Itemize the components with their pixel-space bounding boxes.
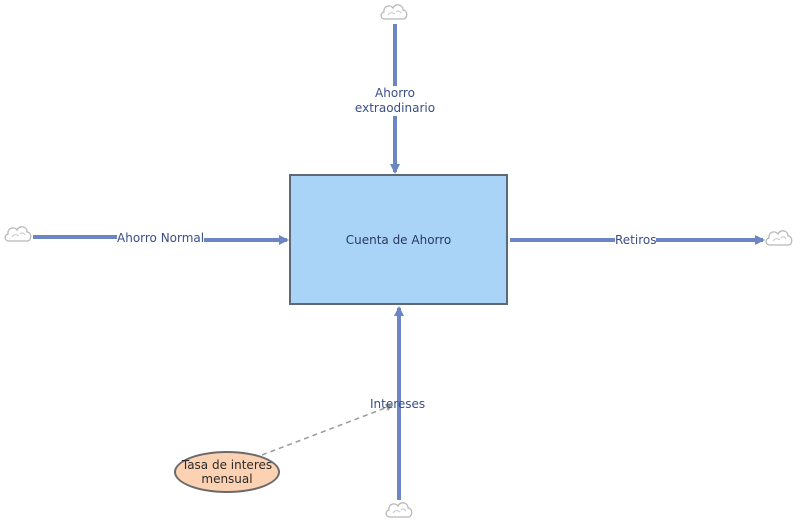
aux-label-line1: Tasa de interes [181,458,273,472]
aux-tasa-de-interes-mensual[interactable]: Tasa de interes mensual [174,451,280,493]
flow-label-line2: extraodinario [354,101,436,115]
cloud-icon[interactable] [4,226,32,242]
connector-tasa-intereses[interactable] [261,404,394,456]
stock-label: Cuenta de Ahorro [345,232,452,247]
flow-label-retiros[interactable]: Retiros [615,233,657,248]
stock-cuenta-de-ahorro[interactable]: Cuenta de Ahorro [289,174,508,305]
connector-arrowhead [385,404,393,411]
flow-label-line1: Ahorro [375,86,415,100]
cloud-icon[interactable] [380,4,408,20]
flow-label-ahorro-extraordinario[interactable]: Ahorro extraodinario [345,86,445,116]
aux-label-line2: mensual [201,472,253,486]
flow-label-ahorro-normal[interactable]: Ahorro Normal [117,231,205,246]
cloud-icon[interactable] [385,502,413,518]
cloud-icon[interactable] [765,230,793,246]
flow-label-intereses[interactable]: Intereses [370,397,426,411]
